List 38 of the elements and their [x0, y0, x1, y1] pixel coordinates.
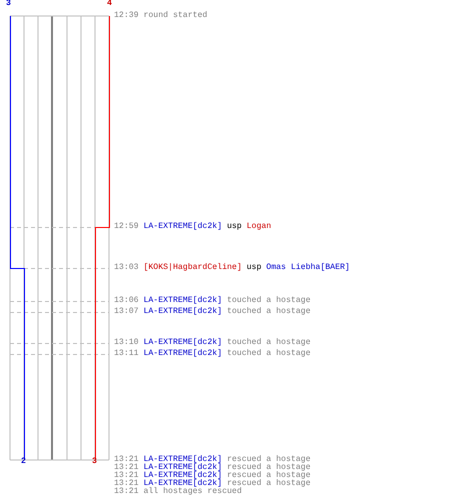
event-text: rescued a hostage — [226, 455, 311, 464]
event-text: touched a hostage — [226, 349, 311, 358]
timestamp: 13:21 — [114, 455, 139, 464]
player-name: Logan — [246, 222, 272, 231]
timestamp: 13:21 — [114, 487, 139, 496]
player-name: [KOKS|HagbardCeline] — [143, 263, 242, 272]
player-name: LA-EXTREME[dc2k] — [143, 338, 222, 347]
weapon-name: usp — [226, 222, 242, 231]
event-text: touched a hostage — [226, 307, 311, 316]
player-count: 2 — [21, 458, 26, 466]
weapon-name: usp — [246, 263, 262, 272]
event-text: rescued a hostage — [226, 463, 311, 472]
timestamp: 13:06 — [114, 296, 139, 305]
player-name: LA-EXTREME[dc2k] — [143, 349, 222, 358]
player-name: Omas Liebha[BAER] — [266, 263, 350, 272]
timestamp: 13:03 — [114, 263, 139, 272]
player-name: LA-EXTREME[dc2k] — [143, 471, 222, 480]
player-name: LA-EXTREME[dc2k] — [143, 222, 222, 231]
player-name: LA-EXTREME[dc2k] — [143, 455, 222, 464]
event-text: touched a hostage — [226, 296, 311, 305]
player-name: LA-EXTREME[dc2k] — [143, 307, 222, 316]
timestamp: 13:21 — [114, 479, 139, 488]
event-text: rescued a hostage — [226, 471, 311, 480]
event-text: rescued a hostage — [226, 479, 311, 488]
timestamp: 12:59 — [114, 222, 139, 231]
timestamp: 13:10 — [114, 338, 139, 347]
event-text: all hostages rescued — [143, 487, 242, 496]
timestamp: 13:11 — [114, 349, 139, 358]
player-name: LA-EXTREME[dc2k] — [143, 296, 222, 305]
player-count: 3 — [92, 458, 97, 466]
timestamp: 12:39 — [114, 11, 139, 20]
event-text: round started — [143, 11, 208, 20]
player-name: LA-EXTREME[dc2k] — [143, 463, 222, 472]
timestamp: 13:07 — [114, 307, 139, 316]
event-text: touched a hostage — [226, 338, 311, 347]
player-name: LA-EXTREME[dc2k] — [143, 479, 222, 488]
timestamp: 13:21 — [114, 463, 139, 472]
timestamp: 13:21 — [114, 471, 139, 480]
